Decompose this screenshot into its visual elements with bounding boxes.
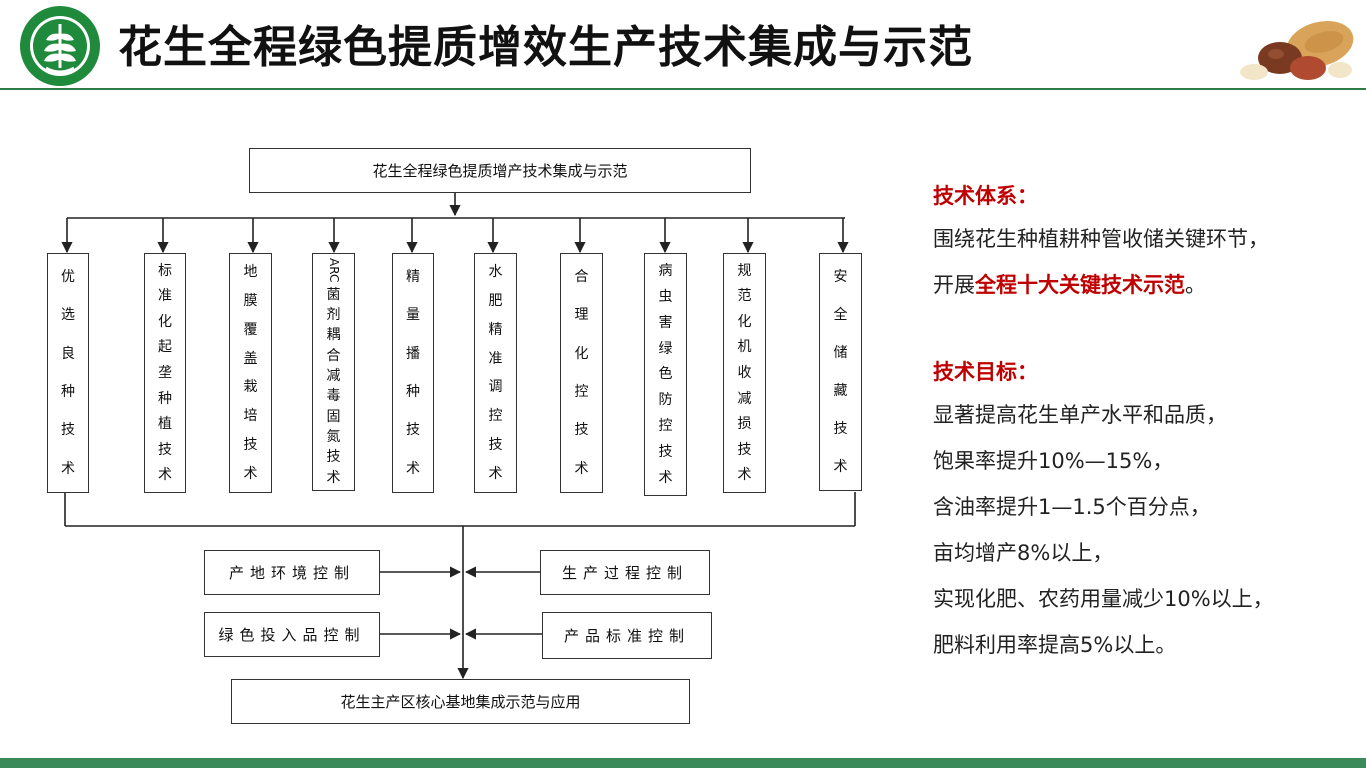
- diagram-bottom-box: 花生主产区核心基地集成示范与应用: [231, 679, 690, 724]
- technique-box-6: 水肥精准调控技术: [474, 253, 517, 493]
- goal-heading: 技术目标：: [933, 360, 1038, 384]
- diagram-root-box: 花生全程绿色提质增产技术集成与示范: [249, 148, 751, 193]
- goal-line-1: 显著提高花生单产水平和品质，: [933, 403, 1227, 427]
- control-box-standard: 产品标准控制: [542, 612, 712, 659]
- peanut-image: [1240, 20, 1354, 80]
- control-box-inputs: 绿色投入品控制: [204, 612, 380, 657]
- technique-box-9: 规范化机收减损技术: [723, 253, 766, 493]
- technique-box-3: 地膜覆盖栽培技术: [229, 253, 272, 493]
- goal-line-2: 饱果率提升10%—15%，: [933, 449, 1174, 473]
- technique-box-8: 病虫害绿色防控技术: [644, 253, 687, 496]
- technique-box-10: 安全储藏技术: [819, 253, 862, 491]
- goal-line-6: 肥料利用率提高5%以上。: [933, 633, 1177, 657]
- info-panel: 技术体系： 围绕花生种植耕种管收储关键环节， 开展全程十大关键技术示范。 技术目…: [933, 176, 1353, 668]
- footer-bar: [0, 758, 1366, 768]
- goal-line-4: 亩均增产8%以上，: [933, 541, 1114, 565]
- page-title: 花生全程绿色提质增效生产技术集成与示范: [118, 22, 973, 73]
- header-divider: [0, 88, 1366, 90]
- system-highlight: 全程十大关键技术示范: [975, 273, 1185, 297]
- goal-line-3: 含油率提升1—1.5个百分点，: [933, 495, 1211, 519]
- system-heading: 技术体系：: [933, 184, 1038, 208]
- technique-box-5: 精量播种技术: [392, 253, 434, 493]
- goal-line-5: 实现化肥、农药用量减少10%以上，: [933, 587, 1274, 611]
- technique-box-1: 优选良种技术: [47, 253, 89, 493]
- control-box-environment: 产地环境控制: [204, 550, 380, 595]
- control-box-process: 生产过程控制: [540, 550, 710, 595]
- technique-box-7: 合理化控技术: [560, 253, 603, 493]
- system-line-1: 围绕花生种植耕种管收储关键环节，: [933, 227, 1269, 251]
- technique-box-2: 标准化起垄种植技术: [144, 253, 186, 493]
- system-line-2: 开展全程十大关键技术示范。: [933, 273, 1206, 297]
- natesc-logo: [20, 6, 100, 86]
